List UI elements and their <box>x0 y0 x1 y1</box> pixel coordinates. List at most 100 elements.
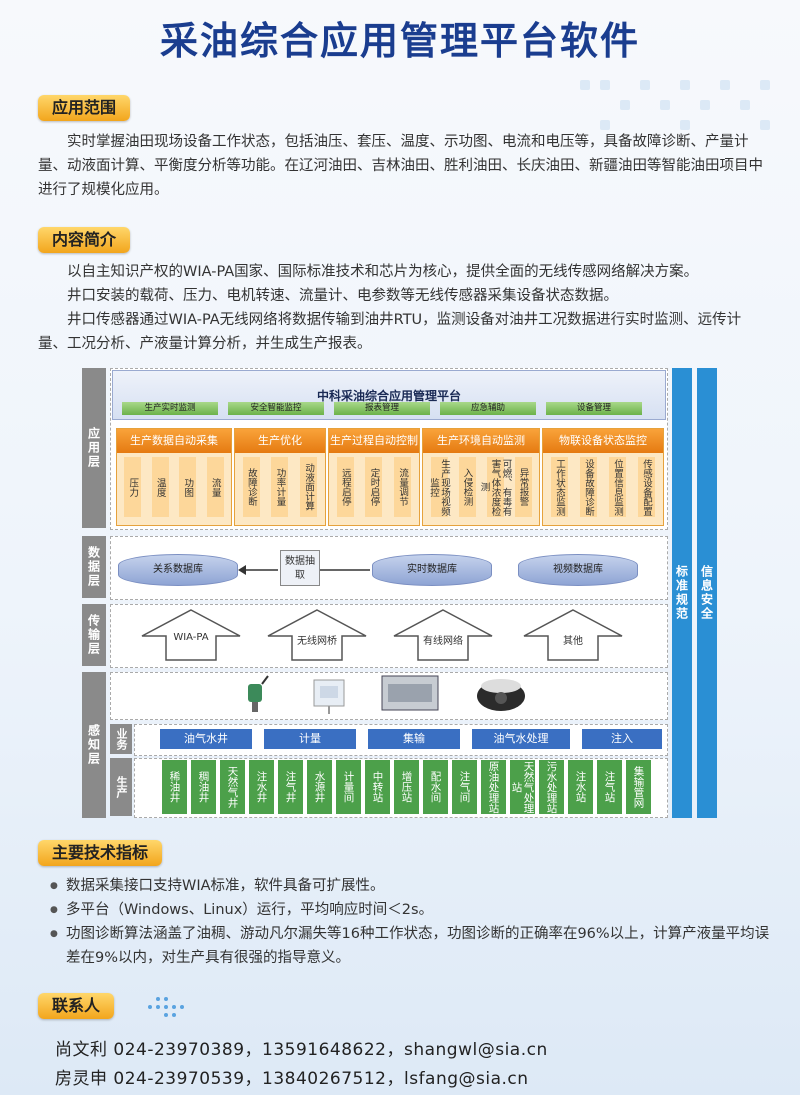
production-item: 污水处理站 <box>539 760 564 814</box>
layer-label-data: 数据层 <box>82 536 106 598</box>
transport-item: WIA-PA <box>173 632 209 643</box>
section-heading-scope: 应用范围 <box>38 95 131 121</box>
production-item: 天然气处理站 <box>510 760 535 814</box>
arrow-up-icon <box>523 609 623 661</box>
app-group-item: 流量调节 <box>394 457 412 517</box>
realtime-database: 实时数据库 <box>372 554 492 586</box>
app-group-item: 温度 <box>151 457 169 517</box>
layer-label-transport: 传输层 <box>82 604 106 666</box>
architecture-diagram: 应用层 数据层 传输层 感知层 中科采油综合应用管理平台 生产实时监测 安全智能… <box>82 368 722 820</box>
app-group-title: 物联设备状态监控 <box>543 429 663 453</box>
production-item: 稠油井 <box>191 760 216 814</box>
app-group-item: 工作状态监测 <box>551 457 568 517</box>
scope-text: 实时掌握油田现场设备工作状态，包括油压、套压、温度、示功图、电流和电压等，具备故… <box>38 130 766 202</box>
platform-tab: 生产实时监测 <box>122 402 218 415</box>
connector-line <box>320 569 370 571</box>
section-heading-intro: 内容简介 <box>38 227 131 253</box>
contact-line: 尚文利 024-23970389，13591648622，shangwl@sia… <box>55 1040 548 1060</box>
layer-label-sensing: 感知层 <box>82 672 106 818</box>
arrow-up-icon <box>141 609 241 661</box>
app-group-item: 位置信息监测 <box>609 457 626 517</box>
section-heading-tech: 主要技术指标 <box>38 840 163 866</box>
business-item: 油气水井 <box>160 729 252 749</box>
app-group-item: 可燃、有毒有害气体浓度检测 <box>478 457 512 517</box>
app-group-item: 功率计量 <box>271 457 289 517</box>
app-group: 生产过程自动控制 远程启停 定时启停 流量调节 <box>328 428 420 526</box>
app-group-item: 入侵检测 <box>458 457 476 517</box>
app-group-item: 定时启停 <box>365 457 383 517</box>
app-group-item: 传感设备配置 <box>638 457 655 517</box>
app-group-item: 远程启停 <box>336 457 354 517</box>
tech-item: 数据采集接口支持WIA标准，软件具备可扩展性。 <box>50 874 770 898</box>
app-group: 生产优化 故障诊断 功率计量 动液面计算 <box>234 428 326 526</box>
camera-icon <box>477 679 525 711</box>
network-device-icon <box>381 675 439 711</box>
decorative-dots <box>148 992 188 1022</box>
production-item: 天然气井 <box>220 760 245 814</box>
production-item: 水源井 <box>307 760 332 814</box>
section-heading-contact: 联系人 <box>38 993 115 1019</box>
arrow-left-icon <box>238 565 278 575</box>
video-database: 视频数据库 <box>518 554 638 586</box>
business-item: 注入 <box>582 729 662 749</box>
business-item: 油气水处理 <box>472 729 570 749</box>
tech-item: 多平台（Windows、Linux）运行，平均响应时间＜2s。 <box>50 898 770 922</box>
app-group-item: 压力 <box>124 457 142 517</box>
platform-tab: 设备管理 <box>546 402 642 415</box>
rtu-cabinet-icon <box>313 679 345 714</box>
transport-item: 无线网桥 <box>297 636 337 647</box>
standards-bar: 标准规范 <box>672 368 692 818</box>
production-item: 注水站 <box>568 760 593 814</box>
layer-label-app: 应用层 <box>82 368 106 528</box>
app-group-title: 生产环境自动监测 <box>423 429 539 453</box>
app-group: 生产数据自动采集 压力 温度 功图 流量 <box>116 428 232 526</box>
app-group-title: 生产过程自动控制 <box>329 429 419 453</box>
production-item: 稀油井 <box>162 760 187 814</box>
platform-tab: 安全智能监控 <box>228 402 324 415</box>
arrow-up-icon <box>393 609 493 661</box>
production-item: 注气站 <box>597 760 622 814</box>
business-item: 集输 <box>368 729 460 749</box>
production-item: 集输管网 <box>626 760 651 814</box>
contact-line: 房灵申 024-23970539，13840267512，lsfang@sia.… <box>55 1069 529 1089</box>
layer-label-production: 生产 <box>110 758 132 816</box>
production-item: 计量间 <box>336 760 361 814</box>
intro-paragraph: 井口安装的载荷、压力、电机转速、流量计、电参数等无线传感器采集设备状态数据。 <box>67 288 618 304</box>
platform-tab: 报表管理 <box>334 402 430 415</box>
security-bar: 信息安全 <box>697 368 717 818</box>
scope-paragraph: 实时掌握油田现场设备工作状态，包括油压、套压、温度、示功图、电流和电压等，具备故… <box>38 134 763 198</box>
app-group-item: 动液面计算 <box>300 457 318 517</box>
production-item: 中转站 <box>365 760 390 814</box>
app-group-item: 生产现场视频监控 <box>428 457 450 517</box>
production-item: 配水间 <box>423 760 448 814</box>
arrow-up-icon <box>267 609 367 661</box>
app-group-item: 故障诊断 <box>242 457 260 517</box>
wireless-sensor-icon <box>248 675 269 712</box>
production-item: 注气井 <box>278 760 303 814</box>
relational-database: 关系数据库 <box>118 554 238 586</box>
app-group: 生产环境自动监测 生产现场视频监控 入侵检测 可燃、有毒有害气体浓度检测 异常报… <box>422 428 540 526</box>
business-item: 计量 <box>264 729 356 749</box>
production-item: 增压站 <box>394 760 419 814</box>
tech-list: 数据采集接口支持WIA标准，软件具备可扩展性。 多平台（Windows、Linu… <box>50 874 770 970</box>
platform-tab: 应急辅助 <box>440 402 536 415</box>
app-group-title: 生产数据自动采集 <box>117 429 231 453</box>
production-item: 注气间 <box>452 760 477 814</box>
app-group-item: 设备故障诊断 <box>580 457 597 517</box>
transport-item: 有线网络 <box>423 636 463 647</box>
platform-title: 中科采油综合应用管理平台 <box>316 389 461 403</box>
intro-text: 以自主知识产权的WIA-PA国家、国际标准技术和芯片为核心，提供全面的无线传感网… <box>38 260 766 356</box>
app-group-item: 功图 <box>179 457 197 517</box>
app-group-title: 生产优化 <box>235 429 325 453</box>
tech-item: 功图诊断算法涵盖了油稠、游动凡尔漏失等16种工作状态，功图诊断的正确率在96%以… <box>50 922 770 970</box>
production-item: 原油处理站 <box>481 760 506 814</box>
intro-paragraph: 井口传感器通过WIA-PA无线网络将数据传输到油井RTU，监测设备对油井工况数据… <box>38 312 742 352</box>
app-group-item: 异常报警 <box>514 457 532 517</box>
production-item: 注水井 <box>249 760 274 814</box>
data-extract-box: 数据抽取 <box>280 550 320 586</box>
layer-label-business: 业务 <box>110 724 132 754</box>
transport-item: 其他 <box>563 636 583 647</box>
app-group: 物联设备状态监控 工作状态监测 设备故障诊断 位置信息监测 传感设备配置 <box>542 428 664 526</box>
intro-paragraph: 以自主知识产权的WIA-PA国家、国际标准技术和芯片为核心，提供全面的无线传感网… <box>67 264 699 280</box>
app-group-item: 流量 <box>206 457 224 517</box>
